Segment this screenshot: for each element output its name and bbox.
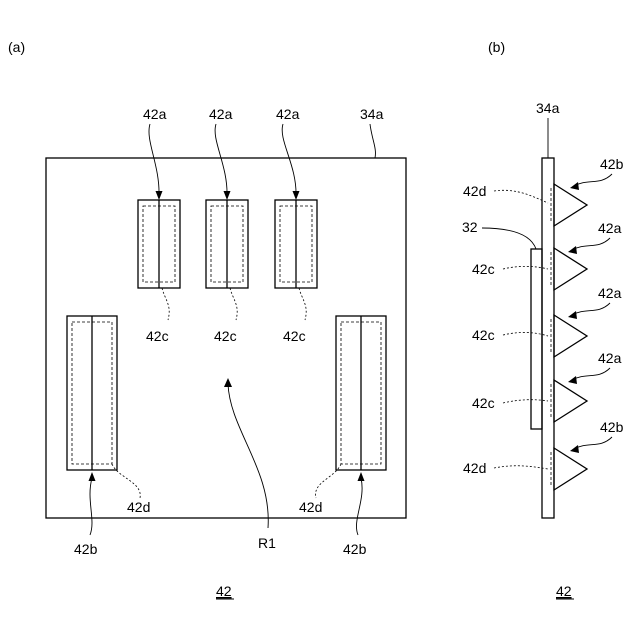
label-42b-side-top: 42b xyxy=(600,156,624,172)
protrusion-top-2 xyxy=(206,200,248,288)
protrusion-top-3 xyxy=(275,200,317,288)
label-34a: 34a xyxy=(360,106,384,122)
leader-42d-right xyxy=(316,464,341,498)
leader-42c-side-3 xyxy=(503,400,548,403)
label-r1: R1 xyxy=(258,535,276,551)
arrow-42a-side-1 xyxy=(568,246,577,254)
label-42a-2: 42a xyxy=(209,106,233,122)
figure-ref-b: 42 xyxy=(556,583,572,599)
label-42d-side-top: 42d xyxy=(463,183,486,199)
leader-42b-right xyxy=(356,478,362,535)
label-42c-side-1: 42c xyxy=(472,261,495,277)
leader-42d-side-top xyxy=(494,190,548,203)
leader-42d-left xyxy=(112,464,140,498)
arrow-42a-side-3 xyxy=(568,376,577,384)
triangle-protrusions xyxy=(554,184,587,490)
protrusion-left-tall xyxy=(67,316,117,470)
label-42c-1: 42c xyxy=(146,328,169,344)
leader-42c-1 xyxy=(162,288,169,320)
panel-a-label: (a) xyxy=(8,39,25,55)
triangle-42a-2 xyxy=(554,315,587,357)
label-42b-side-bottom: 42b xyxy=(600,419,624,435)
label-42c-side-2: 42c xyxy=(472,327,495,343)
leader-42c-side-2 xyxy=(503,332,548,336)
label-42a-side-1: 42a xyxy=(598,220,622,236)
label-42a-3: 42a xyxy=(276,106,300,122)
arrow-42b-side-top xyxy=(570,182,579,190)
label-42b-left: 42b xyxy=(74,541,98,557)
label-42a-1: 42a xyxy=(143,106,167,122)
label-42a-side-2: 42a xyxy=(598,285,622,301)
arrow-42a-side-2 xyxy=(568,311,577,319)
leader-42a-side-2 xyxy=(572,303,610,315)
leader-42a-side-3 xyxy=(572,368,610,380)
label-34a-side: 34a xyxy=(536,100,560,116)
triangle-42b-bottom xyxy=(554,448,587,490)
leader-r1 xyxy=(228,384,268,528)
label-42a-side-3: 42a xyxy=(598,350,622,366)
label-42c-3: 42c xyxy=(283,328,306,344)
leader-42c-3 xyxy=(299,288,306,320)
label-42b-right: 42b xyxy=(343,541,367,557)
leader-42c-side-1 xyxy=(503,266,548,269)
panel-b-label: (b) xyxy=(488,39,505,55)
protrusion-top-1 xyxy=(138,200,180,288)
leader-42a-1 xyxy=(149,124,159,196)
triangle-42a-1 xyxy=(554,248,587,290)
leader-42d-side-bottom xyxy=(494,466,548,469)
leader-34a xyxy=(370,124,375,158)
base-32 xyxy=(531,249,542,429)
leader-42a-side-1 xyxy=(572,238,610,250)
leader-32 xyxy=(482,228,536,249)
arrow-42a-1 xyxy=(156,191,163,200)
label-32: 32 xyxy=(462,219,478,235)
label-42d-right: 42d xyxy=(299,499,322,515)
figure-ref-a: 42 xyxy=(216,583,232,599)
label-42c-2: 42c xyxy=(214,328,237,344)
triangle-42a-3 xyxy=(554,380,587,422)
arrow-42b-side-bottom xyxy=(570,445,579,453)
leader-42c-2 xyxy=(230,288,237,320)
label-42c-side-3: 42c xyxy=(472,395,495,411)
leader-42a-2 xyxy=(215,124,227,196)
leader-42b-side-top xyxy=(574,174,612,186)
label-42d-side-bottom: 42d xyxy=(463,460,486,476)
arrow-42a-2 xyxy=(224,191,231,200)
leader-42b-left xyxy=(90,478,92,535)
leader-42a-3 xyxy=(282,124,296,196)
plate-34a-side xyxy=(542,158,554,518)
label-42d-left: 42d xyxy=(127,499,150,515)
protrusion-right-tall xyxy=(336,316,386,470)
arrow-42a-3 xyxy=(293,191,300,200)
triangle-42b-top xyxy=(554,184,587,226)
leader-42b-side-bottom xyxy=(574,437,612,449)
